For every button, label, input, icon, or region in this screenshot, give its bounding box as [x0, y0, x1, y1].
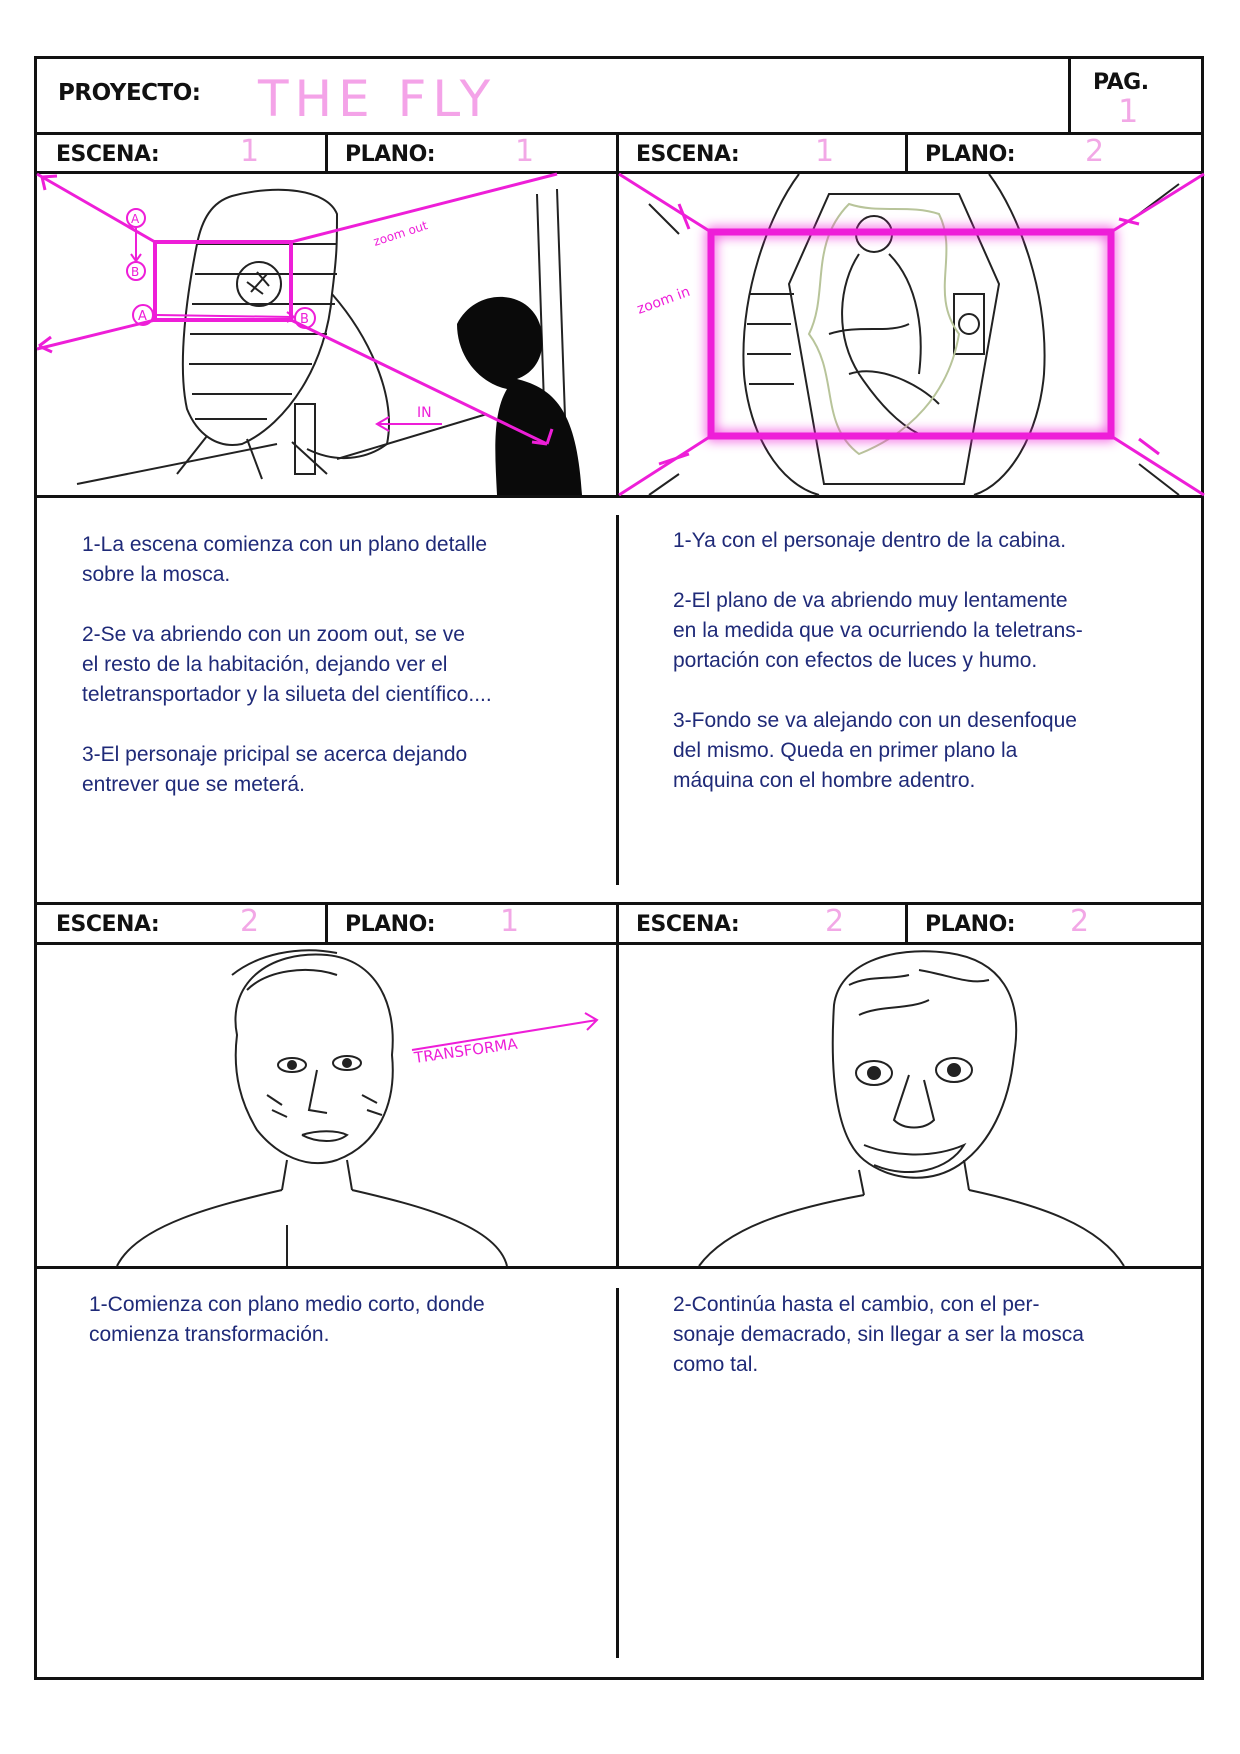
shot-number: 1: [515, 134, 535, 169]
page-number: 1: [1118, 92, 1139, 130]
sketch-cabin-man: zoom in: [618, 172, 1205, 497]
column-divider: [616, 902, 619, 1268]
page-label: PAG.: [1093, 70, 1149, 95]
sketch-teleporter-pod: A B A B zoom out IN: [36, 172, 582, 495]
annotation-zoom-in: zoom in: [635, 284, 692, 318]
project-name: THE FLY: [258, 70, 497, 128]
sketch-human-face: TRANSFORMA: [116, 949, 599, 1267]
row-line: [34, 1266, 1204, 1269]
scene-label: ESCENA:: [56, 912, 160, 937]
annotation-transform: TRANSFORMA: [412, 1035, 519, 1068]
scene-number: 2: [825, 904, 845, 939]
scene-label: ESCENA:: [56, 142, 160, 167]
annotation-in: IN: [417, 405, 432, 421]
panel-2-notes: 1-Ya con el personaje dentro de la cabin…: [673, 529, 1083, 792]
header-divider: [1068, 56, 1071, 134]
annotation-b: B: [131, 265, 139, 279]
shot-label: PLANO:: [925, 912, 1016, 937]
sketch-mutated-face: [698, 950, 1125, 1267]
scene-number: 1: [815, 134, 835, 169]
label-divider: [325, 902, 328, 942]
shot-number: 2: [1085, 134, 1105, 169]
notes-divider: [616, 1288, 619, 1658]
project-label: PROYECTO:: [58, 80, 201, 106]
storyboard-frame: [34, 56, 1204, 1680]
shot-label: PLANO:: [345, 142, 436, 167]
row-line: [34, 132, 1204, 135]
annotation-zoom-out: zoom out: [372, 218, 430, 249]
annotation-b: B: [300, 312, 309, 327]
annotation-a: A: [138, 309, 147, 324]
scene-label: ESCENA:: [636, 912, 740, 937]
row-line: [34, 942, 1204, 945]
label-divider: [905, 132, 908, 172]
annotation-a: A: [131, 212, 140, 226]
scene-number: 1: [240, 134, 260, 169]
panel-4-notes: 2-Continúa hasta el cambio, con el per- …: [673, 1293, 1084, 1376]
notes-divider: [616, 515, 619, 885]
panel-1-notes: 1-La escena comienza con un plano detall…: [82, 533, 492, 796]
shot-number: 2: [1070, 904, 1090, 939]
shot-label: PLANO:: [345, 912, 436, 937]
scene-label: ESCENA:: [636, 142, 740, 167]
shot-number: 1: [500, 904, 520, 939]
column-divider: [616, 132, 619, 496]
row-line: [34, 902, 1204, 905]
shot-label: PLANO:: [925, 142, 1016, 167]
label-divider: [325, 132, 328, 172]
scene-number: 2: [240, 904, 260, 939]
panel-3-notes: 1-Comienza con plano medio corto, donde …: [89, 1293, 485, 1346]
row-line: [34, 495, 1204, 498]
row-line: [34, 171, 1204, 174]
label-divider: [905, 902, 908, 942]
